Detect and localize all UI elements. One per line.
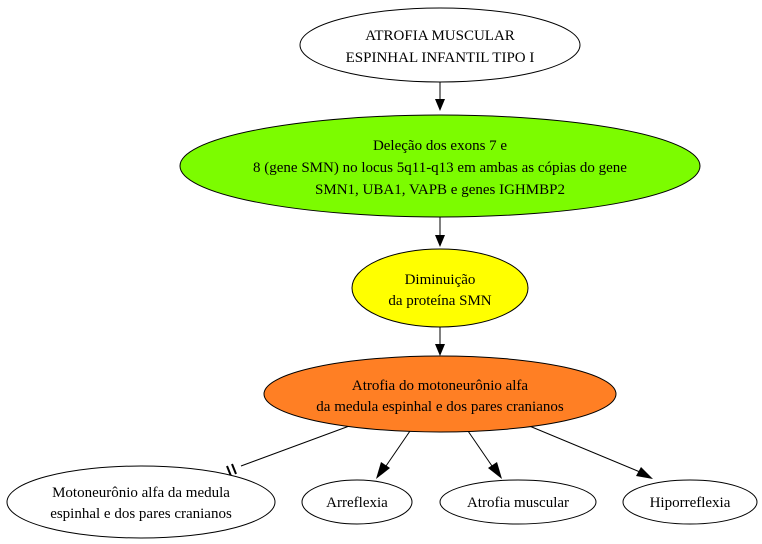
node-deletion-line-1: Deleção dos exons 7 e bbox=[373, 138, 507, 154]
node-atrophy-line-1: Atrofia do motoneurônio alfa bbox=[352, 378, 529, 394]
node-protein-line-2: da proteína SMN bbox=[388, 293, 491, 309]
edge-layer bbox=[226, 82, 653, 479]
node-root-line-1: ATROFIA MUSCULAR bbox=[365, 28, 515, 44]
node-atrophy-line-2: da medula espinhal e dos pares cranianos bbox=[316, 399, 564, 415]
edge-atrophy-to-motoneuron bbox=[226, 424, 353, 477]
edge-atrophy-to-hyporeflexia bbox=[526, 424, 653, 479]
node-muscle-atrophy: Atrofia muscular bbox=[439, 479, 597, 525]
node-muscle-atrophy-label: Atrofia muscular bbox=[467, 495, 569, 511]
edge-atrophy-to-areflexia bbox=[376, 430, 411, 479]
node-deletion-line-2: 8 (gene SMN) no locus 5q11-q13 em ambas … bbox=[253, 160, 627, 176]
node-deletion-line-3: SMN1, UBA1, VAPB e genes IGHMBP2 bbox=[315, 182, 565, 198]
node-motoneuron: Motoneurônio alfa da medula espinhal e d… bbox=[6, 465, 276, 539]
node-motoneuron-line-2: espinhal e dos pares cranianos bbox=[50, 506, 232, 522]
node-motoneuron-line-1: Motoneurônio alfa da medula bbox=[52, 485, 230, 501]
node-hyporeflexia: Hiporreflexia bbox=[622, 479, 758, 525]
node-root-line-2: ESPINHAL INFANTIL TIPO I bbox=[346, 50, 535, 66]
node-protein-line-1: Diminuição bbox=[405, 272, 476, 288]
edge-deletion-to-protein bbox=[435, 216, 445, 247]
node-layer: ATROFIA MUSCULAR ESPINHAL INFANTIL TIPO … bbox=[6, 7, 758, 539]
node-areflexia: Arreflexia bbox=[301, 479, 413, 525]
edge-protein-to-atrophy bbox=[435, 327, 445, 356]
node-atrophy: Atrofia do motoneurônio alfa da medula e… bbox=[263, 355, 617, 433]
node-deletion: Deleção dos exons 7 e 8 (gene SMN) no lo… bbox=[179, 114, 701, 218]
edge-atrophy-to-muscle-atrophy bbox=[467, 430, 502, 479]
node-areflexia-label: Arreflexia bbox=[326, 495, 388, 511]
edge-root-to-deletion bbox=[435, 82, 445, 111]
node-root: ATROFIA MUSCULAR ESPINHAL INFANTIL TIPO … bbox=[299, 7, 581, 83]
node-hyporeflexia-label: Hiporreflexia bbox=[650, 495, 731, 511]
node-protein: Diminuição da proteína SMN bbox=[351, 248, 529, 328]
